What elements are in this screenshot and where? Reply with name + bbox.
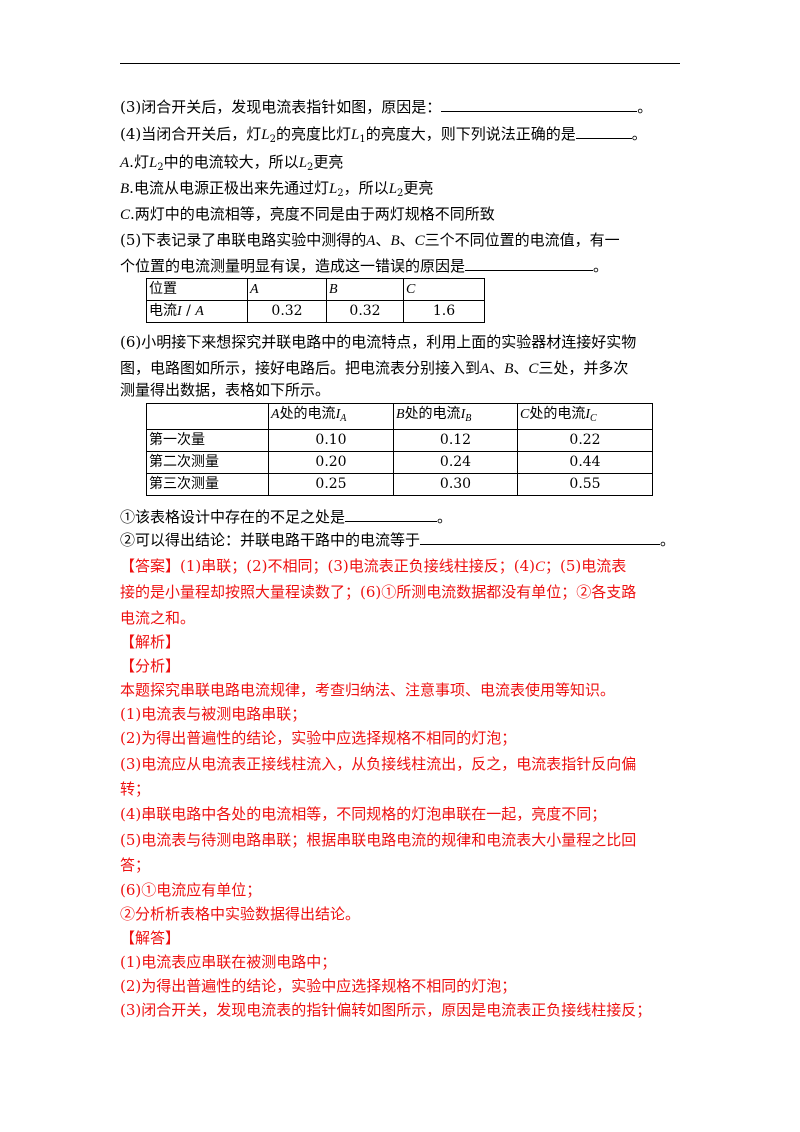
answer-line-1: 【答案】(1)串联；(2)不相同；(3)电流表正负接线柱接反；(4)C；(5)电… [120,557,627,575]
question-5-line-1: (5)下表记录了串联电路实验中测得的A、B、C三个不同位置的电流值，有一 [120,231,620,249]
table-cell: C处的电流IC [517,403,653,430]
table-cell: 0.55 [517,473,653,496]
analysis-line: (6)①电流应有单位； [120,881,262,899]
answer-blank [441,97,638,112]
table-cell: 0.32 [247,300,327,323]
option-a: A.灯L2中的电流较大，所以L2更亮 [120,153,344,173]
table-cell: 0.12 [393,429,518,452]
table-cell: 0.24 [393,451,518,474]
table-cell: 第三次测量 [146,473,269,496]
table-cell: C [403,278,485,301]
table-cell: 0.10 [268,429,394,452]
table-cell: B [326,278,404,301]
question-3: (3)闭合开关后，发现电流表指针如图，原因是：。 [120,97,653,116]
analysis-line: 本题探究串联电路电流规律，考查归纳法、注意事项、电流表使用等知识。 [120,681,616,699]
answer-blank [465,256,594,271]
table-cell: 0.30 [393,473,518,496]
solution-line: (2)为得出普遍性的结论，实验中应选择规格不相同的灯泡； [120,977,517,995]
answer-blank [420,530,661,545]
table-row: 第一次量 0.10 0.12 0.22 [146,429,653,452]
solution-heading: 【解答】 [120,929,181,947]
table-cell: A [247,278,327,301]
table-cell: 1.6 [403,300,485,323]
table-row: 第三次测量 0.25 0.30 0.55 [146,473,653,496]
question-4: (4)当闭合开关后，灯L2的亮度比灯L1的亮度大，则下列说法正确的是。 [120,124,647,145]
analysis-line: (4)串联电路中各处的电流相等，不同规格的灯泡串联在一起，亮度不同； [120,805,607,823]
option-b: B.电流从电源正极出来先通过灯L2，所以L2更亮 [120,179,434,199]
table-cell: 0.22 [517,429,653,452]
header-rule [120,63,680,64]
table-cell: 0.20 [268,451,394,474]
table-cell: 0.25 [268,473,394,496]
analysis-line: (1)电流表与被测电路串联； [120,705,307,723]
solution-line: (3)闭合开关，发现电流表的指针偏转如图所示，原因是电流表正负接线柱接反； [120,1001,652,1019]
table-cell: B处的电流IB [393,403,518,430]
analysis-line: (2)为得出普遍性的结论，实验中应选择规格不相同的灯泡； [120,729,517,747]
table-cell [146,403,269,430]
answer-blank [345,507,438,522]
question-6-line-2: 图，电路图如所示，接好电路后。把电流表分别接入到A、B、C三处，并多次 [120,359,629,377]
answer-blank [575,124,632,139]
table-row: 位置 A B C [146,278,485,301]
analysis-line: (3)电流应从电流表正接线柱流入，从负接线柱流出，反之，电流表指针反向偏 [120,755,637,773]
answer-line-2: 接的是小量程却按照大量程读数了；(6)①所测电流数据都没有单位；②各支路 [120,583,637,601]
question-6-line-1: (6)小明接下来想探究并联电路中的电流特点，利用上面的实验器材连接好实物 [120,333,637,351]
table-row: 第二次测量 0.20 0.24 0.44 [146,451,653,474]
option-c: C.两灯中的电流相等，亮度不同是由于两灯规格不同所致 [120,205,495,223]
series-current-table: 位置 A B C 电流I / A 0.32 0.32 1.6 [146,278,485,323]
question-6-sub-1: ①该表格设计中存在的不足之处是。 [120,507,453,526]
analysis-line: 答； [120,856,151,874]
analysis-line: (5)电流表与待测电路串联；根据串联电路电流的规律和电流表大小量程之比回 [120,831,637,849]
analysis-heading: 【解析】 [120,633,181,651]
table-cell: A处的电流IA [268,403,394,430]
table-cell: 第一次量 [146,429,269,452]
question-6-sub-2: ②可以得出结论：并联电路干路中的电流等于。 [120,530,676,549]
table-cell: 位置 [146,278,248,301]
answer-line-3: 电流之和。 [120,609,196,627]
table-cell: 0.32 [326,300,404,323]
table-cell: 第二次测量 [146,451,269,474]
analysis-line: ②分析析表格中实验数据得出结论。 [120,905,361,923]
parallel-current-table: A处的电流IA B处的电流IB C处的电流IC 第一次量 0.10 0.12 0… [146,403,653,496]
table-row: 电流I / A 0.32 0.32 1.6 [146,300,485,323]
fenxi-heading: 【分析】 [120,657,181,675]
question-5-line-2: 个位置的电流测量明显有误，造成这一错误的原因是。 [120,256,609,275]
solution-line: (1)电流表应串联在被测电路中； [120,953,337,971]
table-cell: 电流I / A [146,300,248,323]
question-6-line-3: 测量得出数据，表格如下所示。 [120,381,331,399]
analysis-line: 转； [120,780,151,798]
table-row: A处的电流IA B处的电流IB C处的电流IC [146,403,653,430]
table-cell: 0.44 [517,451,653,474]
